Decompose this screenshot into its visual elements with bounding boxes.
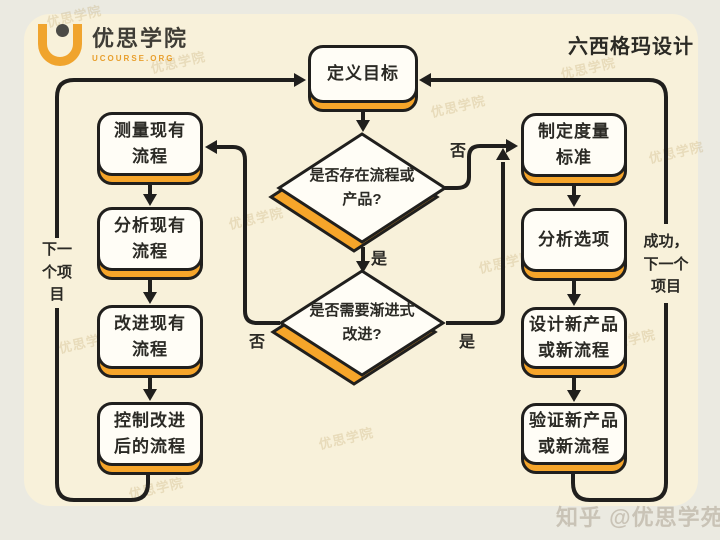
brand-text: 优思学院 UCOURSE.ORG (92, 26, 189, 63)
node-label: 分析现有 流程 (114, 215, 186, 261)
connector-right-loop-top (431, 78, 668, 224)
decision-incremental-improve: 是否需要渐进式 改进? (270, 268, 447, 386)
node-label: 分析选项 (538, 229, 610, 249)
diamond-shape (268, 132, 448, 253)
node-label: 设计新产品 或新流程 (529, 314, 619, 360)
node-label: 改进现有 流程 (114, 313, 186, 359)
node-face: 测量现有 流程 (97, 112, 203, 176)
decision-label: 是否需要渐进式 改进? (309, 302, 415, 343)
node-label: 控制改进 后的流程 (114, 410, 186, 456)
node-label: 测量现有 流程 (114, 120, 186, 166)
node-face: 改进现有 流程 (97, 305, 203, 369)
branch-label-no: 否 (249, 334, 266, 351)
connector-d1-no (445, 144, 506, 190)
node-face: 控制改进 后的流程 (97, 402, 203, 466)
brand-name: 优思学院 (92, 26, 189, 52)
decision-process-exists: 是否存在流程或 产品? (268, 131, 449, 253)
node-face: 制定度量 标准 (521, 113, 627, 177)
ucourse-logo-icon (38, 24, 82, 66)
brand-logo: 优思学院 UCOURSE.ORG (38, 24, 188, 66)
decision-label: 是否存在流程或 产品? (309, 167, 415, 208)
branch-label-yes: 是 (459, 334, 476, 351)
right-loop-label: 成功， 下一个 项目 (643, 233, 689, 295)
node-face: 验证新产品 或新流程 (521, 403, 627, 465)
node-define-goal: 定义目标 (308, 45, 418, 112)
brand-domain: UCOURSE.ORG (92, 53, 175, 63)
node-face: 设计新产品 或新流程 (521, 307, 627, 369)
logo-dot-icon (56, 24, 69, 37)
diamond-shape (270, 269, 446, 386)
node-label: 制定度量 标准 (538, 121, 610, 167)
connector-d2-no (217, 145, 280, 325)
zhihu-credit-watermark: 知乎 @优思学苑 (556, 505, 720, 530)
connector-left-loop-top (55, 78, 294, 238)
node-face: 分析选项 (521, 208, 627, 272)
node-label: 验证新产品 或新流程 (529, 410, 619, 456)
node-face: 分析现有 流程 (97, 207, 203, 271)
node-control-process: 控制改进 后的流程 (97, 402, 203, 475)
node-label: 定义目标 (327, 63, 399, 83)
node-define-metrics: 制定度量 标准 (521, 113, 627, 186)
node-verify-new: 验证新产品 或新流程 (521, 403, 627, 474)
node-analyze-options: 分析选项 (521, 208, 627, 281)
branch-label-yes: 是 (371, 251, 388, 268)
connector-right-loop-bottom (571, 303, 668, 502)
node-improve-process: 改进现有 流程 (97, 305, 203, 378)
node-design-new: 设计新产品 或新流程 (521, 307, 627, 378)
branch-label-no: 否 (450, 143, 467, 160)
page-title: 六西格玛设计 (568, 36, 694, 58)
left-loop-label: 下一 个项 目 (41, 241, 72, 303)
connector-d2-yes (446, 162, 505, 325)
node-analyze-process: 分析现有 流程 (97, 207, 203, 280)
node-measure-process: 测量现有 流程 (97, 112, 203, 185)
node-face: 定义目标 (308, 45, 418, 103)
connector-left-loop-bottom (55, 308, 150, 502)
